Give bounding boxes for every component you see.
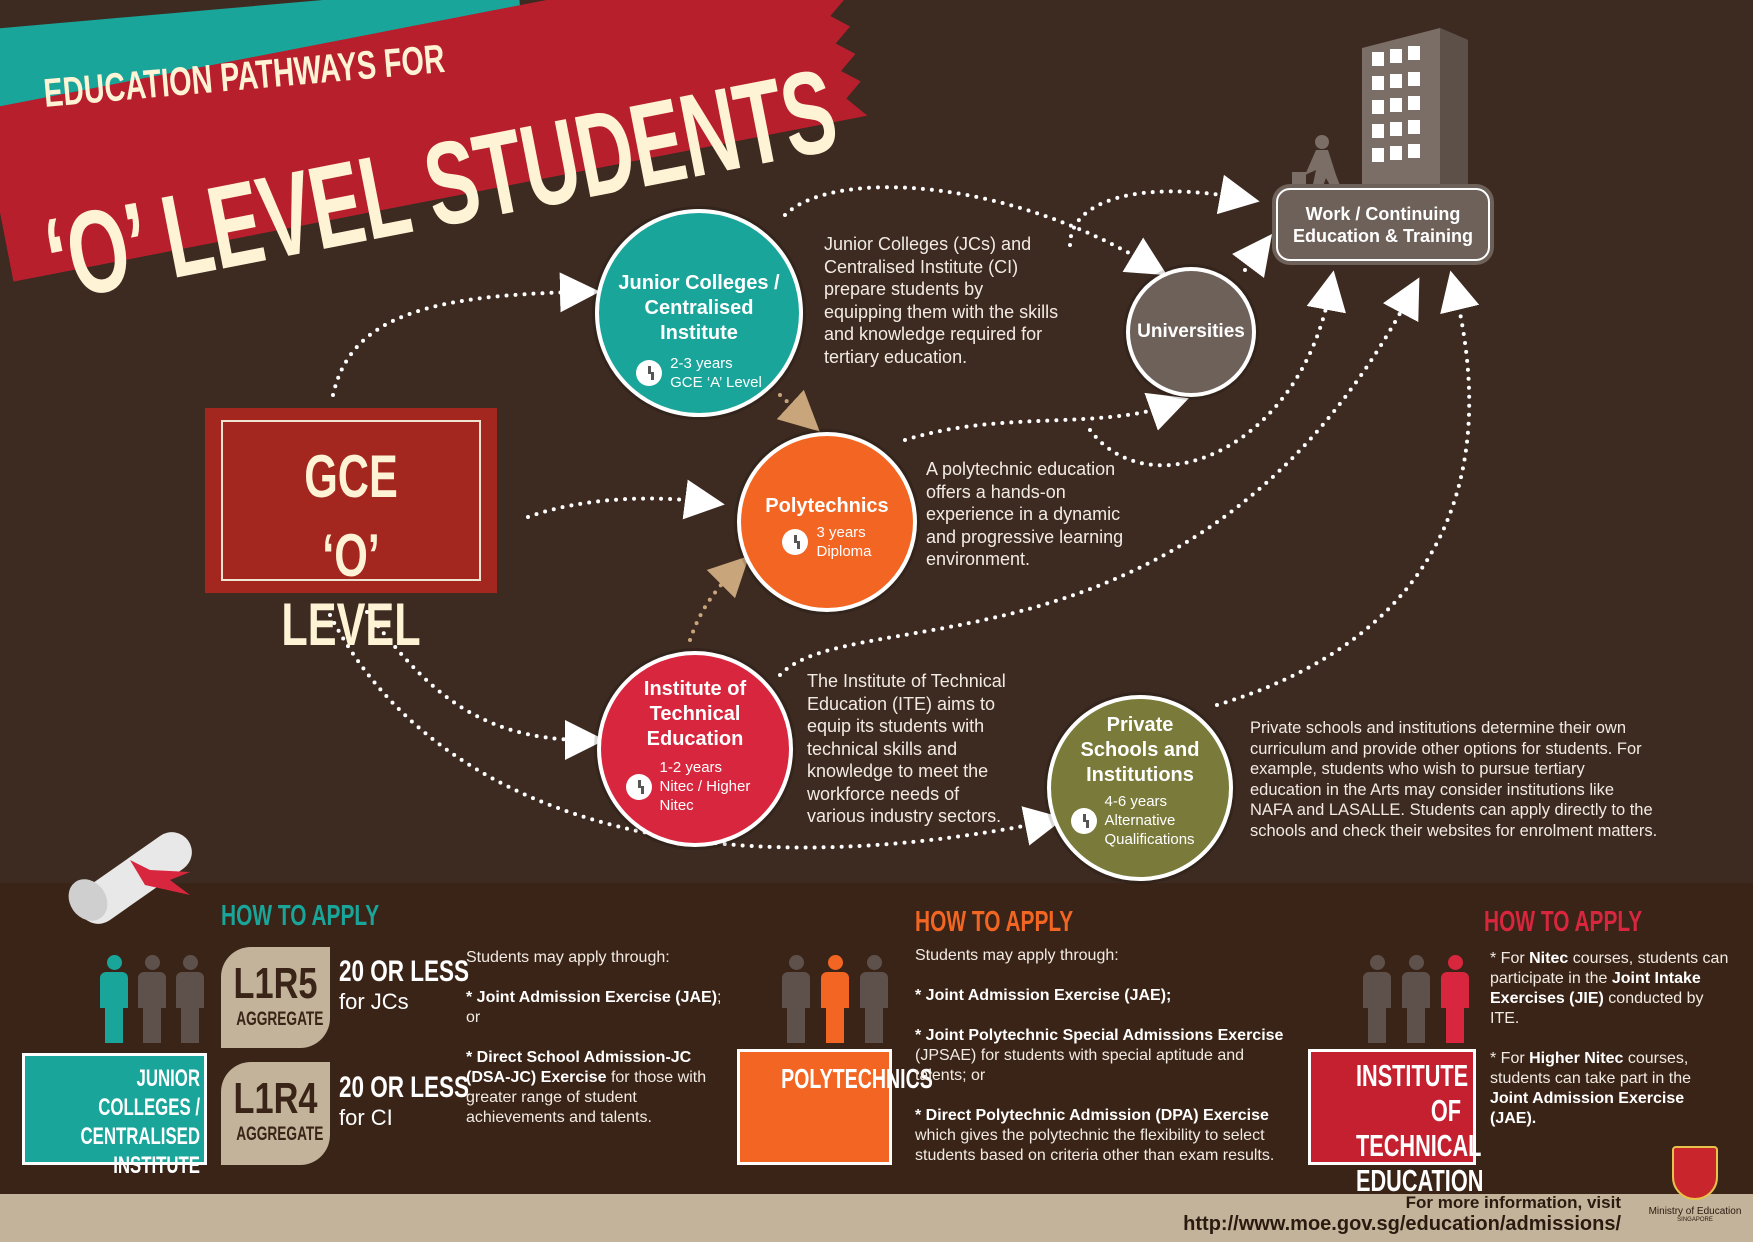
work-label: Work / Continuing Education & Training: [1276, 188, 1490, 261]
arrow-ite-to-poly: [688, 555, 750, 642]
jc-label-box: JUNIOR COLLEGES / CENTRALISED INSTITUTE: [22, 1053, 207, 1179]
poly-label-box: POLYTECHNICS: [737, 1049, 933, 1165]
person-icon: [818, 955, 852, 1043]
pathway-name: Junior Colleges / Centralised Institute: [618, 272, 780, 344]
private-description: Private schools and institutions determi…: [1250, 719, 1658, 840]
arrow-jc-to-universities: [783, 185, 1168, 276]
clock-icon: [782, 529, 809, 555]
person-icon: [173, 955, 207, 1043]
footer-band: [0, 1194, 1753, 1242]
pathway-name: Polytechnics: [765, 495, 889, 517]
person-icon: [1399, 955, 1433, 1043]
clock-icon: [636, 360, 663, 386]
private-schools-circle: Private Schools and Institutions 4-6 yea…: [1047, 695, 1233, 881]
jc-description: Junior Colleges (JCs) and Centralised In…: [824, 234, 1059, 367]
duration: 2-3 years: [670, 355, 733, 372]
arrow-gce-to-ite: [365, 610, 605, 760]
footer-url-link[interactable]: http://www.moe.gov.sg/education/admissio…: [1183, 1213, 1621, 1235]
arrow-gce-to-jc: [331, 272, 600, 397]
arrow-private-to-work: [1215, 270, 1480, 707]
person-icon: [1360, 955, 1394, 1043]
person-icon: [97, 955, 131, 1043]
arrow-gce-to-poly: [526, 479, 725, 520]
diploma-icon: [68, 832, 192, 924]
gce-line-1: GCE: [304, 443, 398, 510]
duration: 3 years: [816, 524, 866, 541]
ite-apply-text: * For Nitec courses, students can partic…: [1490, 950, 1729, 1127]
building-icon: [1362, 28, 1468, 184]
jc-how-to-apply-heading: HOW TO APPLY: [221, 900, 380, 932]
arrow-poly-to-work: [1088, 270, 1346, 468]
qualification: Diploma: [816, 543, 872, 560]
person-icon: [857, 955, 891, 1043]
duration: 4-6 years: [1104, 793, 1168, 810]
pathway-name: Private Schools and Institutions: [1080, 714, 1200, 786]
ite-description: The Institute of Technical Education (IT…: [807, 671, 1006, 826]
clock-icon: [625, 773, 652, 800]
universities-circle: Universities: [1126, 267, 1256, 397]
qualification: GCE ‘A’ Level: [670, 374, 762, 391]
ite-how-to-apply-heading: HOW TO APPLY: [1484, 906, 1643, 938]
duration: 1-2 years: [659, 759, 723, 776]
work-continuing-education-box: Work / Continuing Education & Training: [1272, 184, 1494, 265]
poly-description: A polytechnic education offers a hands-o…: [926, 459, 1124, 569]
arrow-jc-to-poly: [776, 389, 820, 432]
footer-info: For more information, visit http://www.m…: [1183, 1193, 1621, 1236]
footer-text: For more information, visit: [1405, 1193, 1621, 1212]
qualification: Alternative Qualifications: [1104, 812, 1195, 848]
gce-line-2: ‘O’ LEVEL: [281, 522, 421, 658]
person-icon: [135, 955, 169, 1043]
jc-apply-text: Students may apply through: * Joint Admi…: [466, 949, 722, 1126]
qualification: Nitec / Higher Nitec: [659, 778, 751, 814]
pathway-name: Institute of Technical Education: [643, 678, 747, 750]
clock-icon: [1070, 807, 1097, 834]
poly-apply-text: Students may apply through: * Joint Admi…: [915, 947, 1284, 1164]
arrow-poly-to-universities: [903, 392, 1189, 442]
arrow-universities-to-work: [1232, 234, 1272, 278]
ite-circle: Institute of Technical Education 1-2 yea…: [597, 651, 793, 847]
arrow-jc-to-work: [1068, 174, 1260, 247]
arrow-ite-to-work: [778, 277, 1420, 677]
poly-how-to-apply-heading: HOW TO APPLY: [915, 906, 1074, 938]
gce-o-level-box: GCE ‘O’ LEVEL: [205, 408, 497, 658]
person-icon: [1438, 955, 1472, 1043]
moe-crest-icon: [1672, 1146, 1718, 1200]
junior-colleges-circle: Junior Colleges / Centralised Institute …: [595, 209, 803, 417]
person-icon: [779, 955, 813, 1043]
